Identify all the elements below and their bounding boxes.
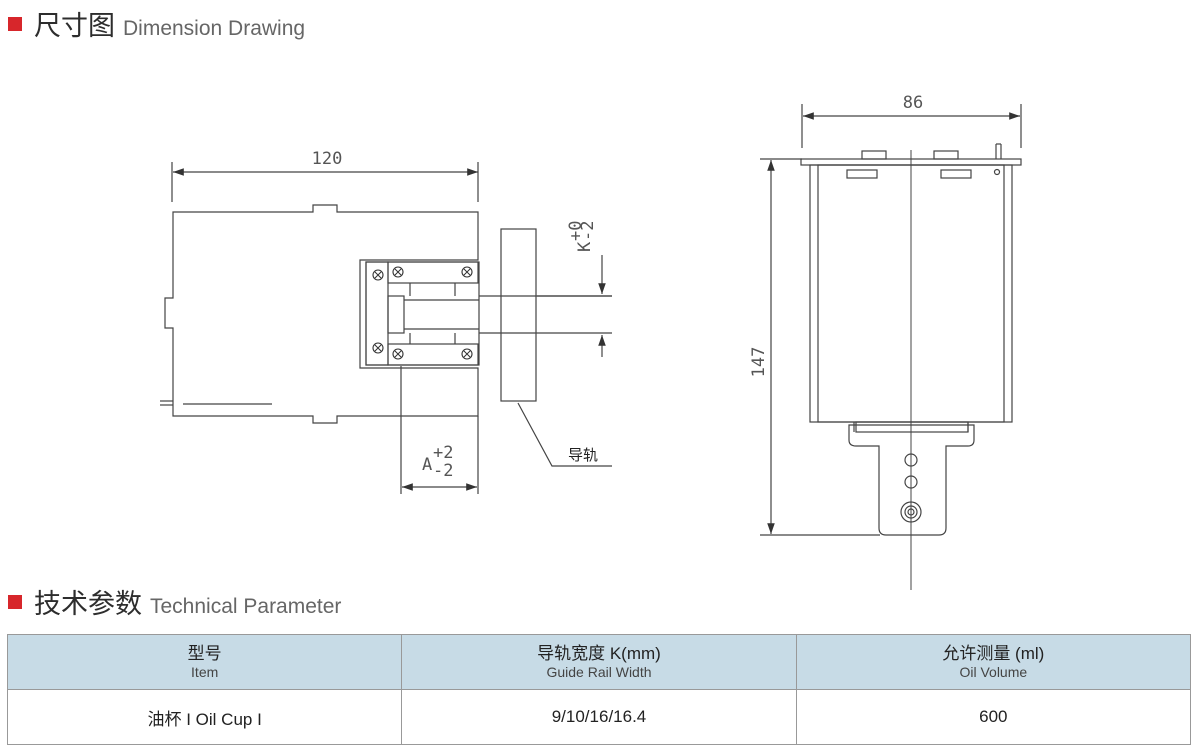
- cup-body-outline: [164, 204, 479, 424]
- header-en: Item: [191, 663, 219, 680]
- rail-label: 导轨: [568, 446, 598, 464]
- tol-k-lower: -2: [578, 221, 598, 241]
- header-cn: 型号: [187, 643, 222, 663]
- red-square-icon: [8, 16, 22, 31]
- dimension-drawing-heading: 尺寸图 Dimension Drawing: [8, 4, 305, 43]
- dim-label-147: 147: [749, 347, 769, 378]
- tol-a-letter: A: [422, 455, 432, 475]
- table-header-row: 型号 Item 导轨宽度 K(mm) Guide Rail Width 允许测量…: [6, 634, 1192, 690]
- dim-label-120: 120: [312, 149, 343, 169]
- header-cn: 导轨宽度 K(mm): [537, 643, 661, 663]
- dimension-drawing: 120 86 147 K +0 -2 A +2 -2 导轨: [160, 93, 1022, 590]
- guide-rail: [500, 228, 537, 402]
- tol-a-upper: +2: [433, 443, 453, 463]
- header-oil-volume: 允许测量 (ml) Oil Volume: [795, 634, 1192, 690]
- tol-a-lower: -2: [433, 461, 453, 481]
- heading-cn: 尺寸图: [34, 11, 115, 42]
- header-en: Oil Volume: [959, 663, 1028, 680]
- heading-en: Dimension Drawing: [123, 17, 306, 40]
- red-square-icon: [8, 594, 22, 609]
- header-item: 型号 Item: [6, 634, 403, 690]
- heading-en: Technical Parameter: [150, 595, 342, 618]
- tol-k-upper: +0: [566, 221, 586, 241]
- dim-label-86: 86: [903, 93, 923, 113]
- header-cn: 允许测量 (ml): [942, 643, 1045, 663]
- parameter-table: 型号 Item 导轨宽度 K(mm) Guide Rail Width 允许测量…: [6, 634, 1192, 745]
- cell-item: 油杯 I Oil Cup I: [6, 689, 403, 745]
- cell-guide-rail-width: 9/10/16/16.4: [401, 689, 797, 745]
- table-row: 油杯 I Oil Cup I 9/10/16/16.4 600: [6, 689, 1192, 745]
- rail-leader: [517, 402, 612, 467]
- header-guide-rail-width: 导轨宽度 K(mm) Guide Rail Width: [401, 634, 797, 690]
- bottom-bracket: [848, 424, 975, 536]
- technical-parameter-heading: 技术参数 Technical Parameter: [8, 582, 341, 621]
- cell-oil-volume: 600: [795, 689, 1192, 745]
- heading-cn: 技术参数: [34, 589, 142, 620]
- header-en: Guide Rail Width: [546, 663, 652, 680]
- tol-k-letter: K: [575, 241, 595, 252]
